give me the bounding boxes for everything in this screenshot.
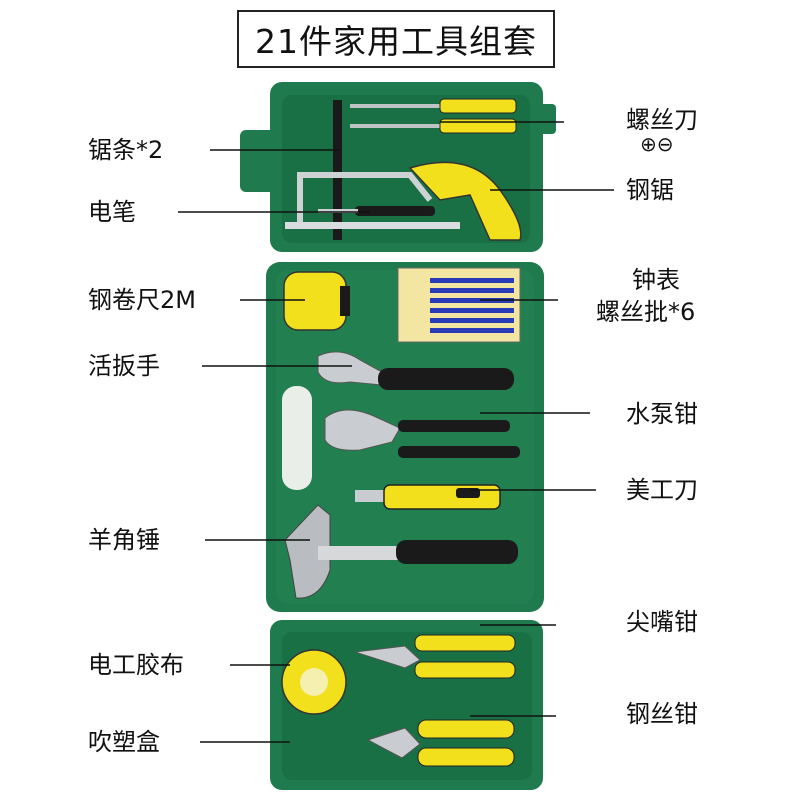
needle-pliers-icon [354, 634, 516, 679]
leader-lines [178, 121, 614, 743]
lineman-pliers-icon [366, 719, 515, 767]
label-wrench: 活扳手 [88, 352, 160, 380]
label-case: 吹塑盒 [88, 728, 160, 756]
tape-measure-icon [283, 271, 350, 331]
label-watch-driver-line2: 螺丝批*6 [596, 298, 696, 326]
label-tape-measure: 钢卷尺2M [88, 286, 196, 314]
pump-pliers-icon [324, 409, 520, 458]
label-saw-blade: 锯条*2 [88, 136, 164, 164]
watch-screwdriver-set-icon [397, 267, 521, 343]
label-utility-knife: 美工刀 [626, 476, 698, 504]
label-needle-pliers: 尖嘴钳 [626, 608, 698, 636]
label-hammer: 羊角锤 [88, 526, 160, 554]
label-test-pen: 电笔 [88, 198, 136, 226]
product-title: 21件家用工具组套 [237, 10, 555, 68]
label-electrical-tape: 电工胶布 [88, 651, 184, 679]
wrench-icon [317, 351, 514, 390]
saw-blade-icon [333, 100, 342, 240]
test-pen-icon [318, 206, 435, 216]
label-pump-pliers: 水泵钳 [626, 400, 698, 428]
screwdriver-symbols: ⊕⊖ [640, 132, 674, 156]
label-screwdriver: 螺丝刀 [626, 106, 698, 134]
label-wire-pliers: 钢丝钳 [626, 700, 698, 728]
electrical-tape-icon [281, 649, 347, 715]
hammer-icon [284, 504, 518, 599]
label-hacksaw: 钢锯 [626, 176, 674, 204]
label-watch-driver-line1: 钟表 [632, 266, 680, 294]
